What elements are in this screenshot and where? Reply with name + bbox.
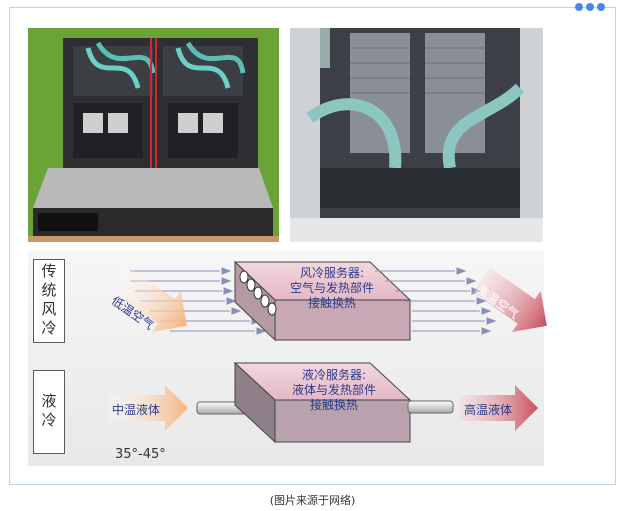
server-chassis-photo — [28, 28, 279, 242]
more-options-icon[interactable] — [575, 3, 605, 11]
air-server-label-line-3: 接触换热 — [307, 296, 356, 310]
cold-air-arrow — [110, 265, 187, 332]
high-temp-liquid-arrow — [460, 385, 538, 431]
air-server-label: 风冷服务器: 空气与发热部件 接触换热 — [272, 266, 392, 311]
air-server-label-line-1: 风冷服务器: — [299, 266, 365, 280]
image-caption: (图片来源于网络) — [269, 494, 356, 507]
outlet-tube — [407, 400, 454, 414]
liquid-server-label-line-1: 液冷服务器: — [301, 368, 367, 382]
liquid-cooling-row-label: 液冷 — [33, 370, 65, 454]
medium-temp-liquid-arrow — [108, 385, 188, 431]
medium-temp-liquid-label: 中温液体 — [112, 403, 161, 417]
cold-air-flow-lines — [130, 267, 267, 335]
air-server-label-line-2: 空气与发热部件 — [289, 281, 374, 295]
liquid-cooled-server-box — [233, 361, 412, 444]
air-cooled-server-box — [233, 260, 412, 342]
rack-tubing-photo — [290, 28, 543, 242]
high-temp-liquid-label: 高温液体 — [464, 403, 513, 417]
temperature-range: 35°-45° — [115, 447, 166, 462]
air-cooling-row-label: 传统风冷 — [33, 259, 65, 343]
hot-air-arrow — [472, 267, 547, 332]
server-chassis-illustration — [28, 28, 279, 242]
hot-air-flow-lines — [375, 267, 497, 335]
rack-tubing-illustration — [290, 28, 543, 242]
liquid-server-label-line-3: 接触换热 — [309, 398, 358, 412]
liquid-server-label-line-2: 液体与发热部件 — [291, 383, 376, 397]
liquid-server-label: 液冷服务器: 液体与发热部件 接触换热 — [274, 368, 394, 413]
